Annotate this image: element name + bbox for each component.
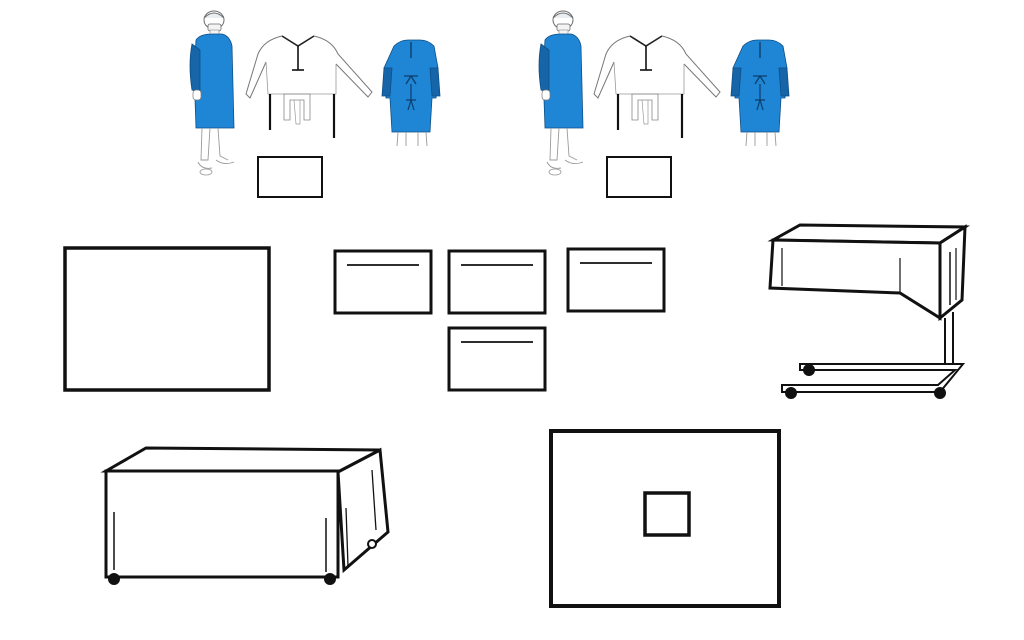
mayo-stand-cover-icon [767, 223, 971, 399]
towel-rectangle-icon [257, 156, 323, 198]
gown-back-ties-icon [381, 39, 441, 147]
back-table-cover-icon [100, 446, 390, 585]
towel-rectangle-icon [606, 156, 672, 198]
gown-set-right [538, 10, 790, 198]
gown-set-left [189, 10, 441, 198]
fenestrated-drape-icon [549, 429, 781, 608]
open-back-gown-icon [244, 34, 374, 140]
labeled-drape-card-icon [447, 326, 547, 392]
labeled-drape-card-icon [447, 249, 547, 315]
labeled-card-group [333, 247, 666, 392]
open-back-gown-icon [592, 34, 722, 140]
labeled-drape-card-icon [566, 247, 666, 313]
gown-back-ties-icon [730, 39, 790, 147]
drape-sheet-icon [63, 246, 271, 392]
fenestration-opening [643, 491, 691, 537]
surgeon-in-gown-icon [538, 10, 584, 176]
labeled-drape-card-icon [333, 249, 433, 315]
surgeon-in-gown-icon [189, 10, 235, 176]
